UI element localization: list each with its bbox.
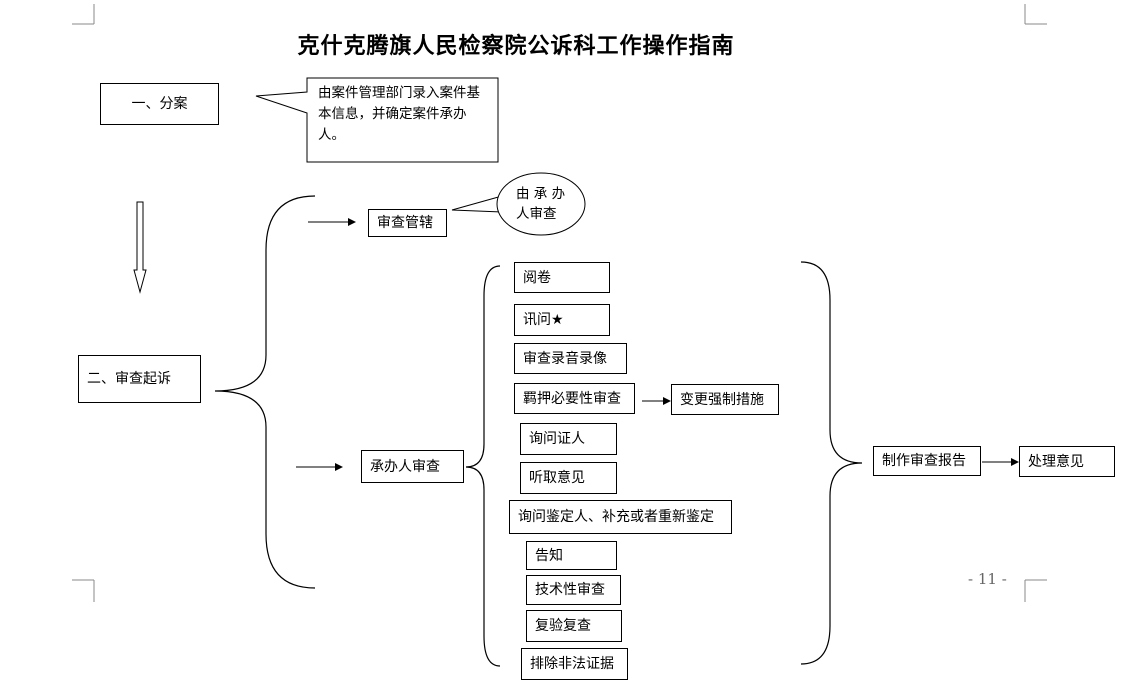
steps-left-brace bbox=[465, 265, 501, 667]
step-label: 羁押必要性审查 bbox=[523, 390, 621, 407]
stage2-main-brace bbox=[214, 195, 316, 589]
result-label: 处理意见 bbox=[1028, 453, 1084, 470]
handler-review-label: 承办人审查 bbox=[370, 458, 440, 475]
step-label: 询问鉴定人、补充或者重新鉴定 bbox=[518, 509, 714, 525]
step-hear-opinions: 听取意见 bbox=[520, 462, 617, 494]
step-label: 复验复查 bbox=[535, 618, 591, 634]
stage1-label-text: 一、分案 bbox=[131, 96, 188, 112]
review-report-box: 制作审查报告 bbox=[873, 446, 981, 476]
case-assignment-callout-shape bbox=[255, 77, 499, 163]
handling-opinion-box: 处理意见 bbox=[1019, 446, 1115, 477]
step-label: 技术性审查 bbox=[535, 582, 605, 598]
step-exclude-illegal-evidence: 排除非法证据 bbox=[521, 648, 628, 680]
case-assignment-note: 由案件管理部门录入案件基本信息，并确定案件承办人。 bbox=[318, 85, 480, 143]
custody-followup-label: 变更强制措施 bbox=[680, 391, 764, 408]
step-label: 询问证人 bbox=[529, 431, 585, 447]
stage2-label: 二、审查起诉 bbox=[87, 371, 171, 387]
jurisdiction-callout-tail bbox=[451, 195, 503, 213]
page-title: 克什克腾旗人民检察院公诉科工作操作指南 bbox=[297, 34, 735, 59]
step-notification: 告知 bbox=[526, 541, 617, 570]
page-number: - 11 - bbox=[968, 570, 1007, 588]
step-label: 听取意见 bbox=[529, 470, 585, 486]
step-witness-inquiry: 询问证人 bbox=[520, 423, 617, 455]
step-label: 告知 bbox=[535, 547, 563, 564]
stage2-review-box: 二、审查起诉 bbox=[78, 355, 201, 403]
step-label: 审查录音录像 bbox=[523, 350, 607, 367]
step-reinspection: 复验复查 bbox=[526, 610, 622, 642]
step-expert-inquiry: 询问鉴定人、补充或者重新鉴定 bbox=[509, 500, 732, 534]
step-read-files: 阅卷 bbox=[514, 262, 610, 293]
step-label: 阅卷 bbox=[523, 269, 551, 286]
crop-marks bbox=[72, 4, 1047, 602]
report-label: 制作审查报告 bbox=[882, 453, 966, 469]
stage-transition-arrow bbox=[133, 201, 147, 294]
step-interrogation: 讯问★ bbox=[514, 304, 610, 336]
step-technical-review: 技术性审查 bbox=[526, 575, 621, 605]
step-label: 讯问★ bbox=[523, 312, 564, 328]
handler-review-box: 承办人审查 bbox=[361, 450, 464, 483]
stage1-assignment-box: 一、分案 bbox=[100, 83, 219, 125]
step-recording-review: 审查录音录像 bbox=[514, 343, 627, 374]
jurisdiction-note-line1: 由 承 办 bbox=[516, 186, 566, 202]
jurisdiction-callout-shape bbox=[496, 172, 586, 236]
jurisdiction-label: 审查管辖 bbox=[377, 215, 433, 231]
jurisdiction-note-line2: 人审查 bbox=[516, 206, 557, 222]
step-label: 排除非法证据 bbox=[530, 656, 614, 672]
step-custody-necessity: 羁押必要性审查 bbox=[514, 383, 635, 414]
custody-measure-change-box: 变更强制措施 bbox=[671, 384, 779, 415]
steps-right-brace bbox=[800, 261, 863, 665]
jurisdiction-review-box: 审查管辖 bbox=[368, 209, 447, 237]
